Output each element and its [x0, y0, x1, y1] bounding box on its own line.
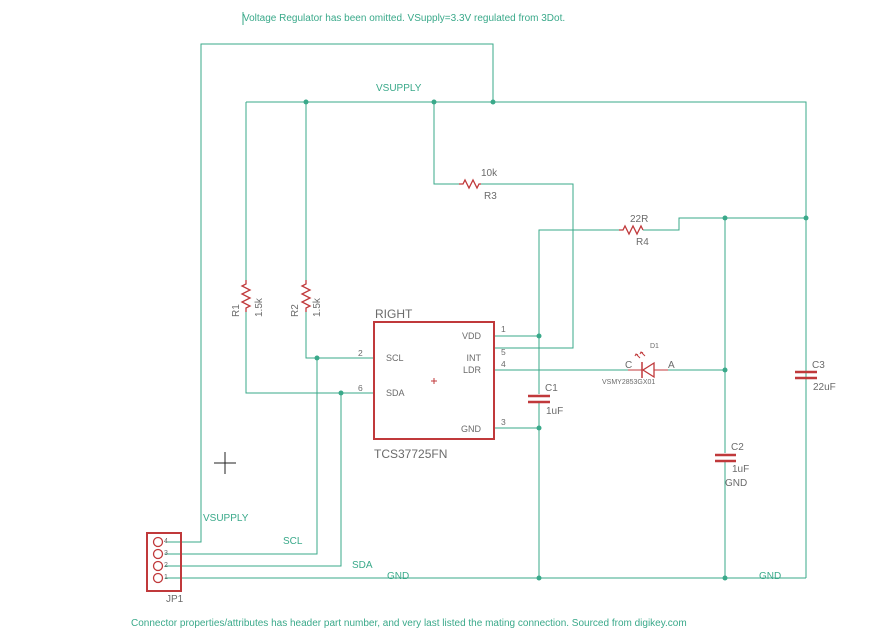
- junction: [431, 99, 437, 105]
- capacitor-c2: C2 1uF GND: [715, 442, 749, 489]
- ic-pin-num: 3: [501, 417, 506, 427]
- ic-pin-sda: SDA: [386, 388, 405, 398]
- int-wire: [481, 183, 574, 349]
- junction: [536, 575, 542, 581]
- ic-pin-num: 5: [501, 347, 506, 357]
- ic-pin-vdd: VDD: [462, 331, 482, 341]
- jp1-name: JP1: [166, 594, 184, 605]
- junction: [338, 390, 344, 396]
- jp1-pin4-wire: [165, 518, 202, 543]
- c1-value: 1uF: [546, 406, 563, 417]
- c1-name: C1: [545, 383, 558, 394]
- jp1-pin-num: 2: [164, 562, 168, 569]
- junction: [722, 367, 728, 373]
- vsupply-loop-wire: [200, 43, 494, 518]
- junction: [536, 333, 542, 339]
- r4-value: 22R: [630, 214, 648, 225]
- junction: [536, 425, 542, 431]
- junction: [314, 355, 320, 361]
- ic-part-number: TCS37725FN: [374, 447, 447, 461]
- ic-body: [373, 321, 495, 440]
- gnd-net-label-right: GND: [759, 571, 781, 582]
- ic-tcs37725fn: RIGHT TCS37725FN VDD INT LDR GND SCL SDA…: [358, 307, 506, 461]
- jp1-scl-wire: [165, 358, 318, 555]
- r1-name: R1: [231, 304, 242, 317]
- scl-net-label: SCL: [283, 536, 303, 547]
- jp1-pin: [152, 536, 164, 548]
- ic-pin-num: 6: [358, 383, 363, 393]
- ic-pin-scl: SCL: [386, 353, 404, 363]
- c3-value: 22uF: [813, 382, 836, 393]
- jp1-pin: [152, 560, 164, 572]
- ic-pin-num: 4: [501, 359, 506, 369]
- resistor-r1: R1 1.5k: [231, 280, 265, 317]
- vsupply-net-label-lower: VSUPPLY: [203, 513, 249, 524]
- capacitor-c1: C1 1uF: [528, 383, 563, 417]
- jp1-pin: [152, 548, 164, 560]
- ic-pin-num: 1: [501, 324, 506, 334]
- ic-pin-int: INT: [467, 353, 482, 363]
- d1-name: D1: [650, 343, 659, 350]
- c2-gnd-label: GND: [725, 478, 747, 489]
- c3-name: C3: [812, 360, 825, 371]
- junctions: [303, 99, 809, 581]
- resistor-r2: R2 1.5k: [290, 280, 323, 317]
- resistor-r3: 10k R3: [459, 168, 498, 202]
- led-d1: D1 C A VSMY2853GX01: [602, 343, 675, 386]
- jp1-body: [146, 532, 182, 592]
- junction: [303, 99, 309, 105]
- junction: [722, 215, 728, 221]
- r3-value: 10k: [481, 168, 498, 179]
- c2-name: C2: [731, 442, 744, 453]
- d1-anode-label: A: [668, 360, 675, 371]
- d1-part-number: VSMY2853GX01: [602, 379, 655, 386]
- jp1-pin-num: 3: [164, 550, 168, 557]
- c2-value: 1uF: [732, 464, 749, 475]
- ic-name: RIGHT: [375, 307, 413, 321]
- junction: [490, 99, 496, 105]
- top-note: Voltage Regulator has been omitted. VSup…: [243, 13, 565, 24]
- gnd-net-label-left: GND: [387, 571, 409, 582]
- vsupply-bus-wire: [246, 101, 807, 578]
- ic-pin-num: 2: [358, 348, 363, 358]
- scl-wire: [305, 312, 374, 359]
- vdd-wire: [494, 229, 619, 337]
- jp1-pin-num: 4: [164, 538, 168, 545]
- ic-pin-ldr: LDR: [463, 365, 482, 375]
- d1-cathode-label: C: [625, 360, 632, 371]
- cursor-crosshair: [214, 452, 236, 474]
- junction: [803, 215, 809, 221]
- sda-wire: [245, 312, 374, 394]
- jp1-pin-num: 1: [164, 574, 168, 581]
- r4-right-wire: [643, 217, 806, 231]
- r1-value: 1.5k: [254, 297, 265, 317]
- r3-name: R3: [484, 191, 497, 202]
- sda-net-label: SDA: [352, 560, 373, 571]
- r2-value: 1.5k: [312, 297, 323, 317]
- resistor-r4: 22R R4: [619, 214, 649, 248]
- ic-pin-gnd: GND: [461, 424, 482, 434]
- r2-name: R2: [290, 304, 301, 317]
- jp1-sda-wire: [165, 393, 342, 567]
- bottom-note: Connector properties/attributes has head…: [131, 618, 687, 629]
- connector-jp1: 4 3 2 1 JP1: [146, 532, 184, 605]
- vsupply-net-label: VSUPPLY: [376, 83, 422, 94]
- capacitor-c3: C3 22uF: [795, 360, 836, 393]
- r3-left-wire: [433, 102, 459, 185]
- junction: [722, 575, 728, 581]
- r4-name: R4: [636, 237, 649, 248]
- jp1-pin: [152, 572, 164, 584]
